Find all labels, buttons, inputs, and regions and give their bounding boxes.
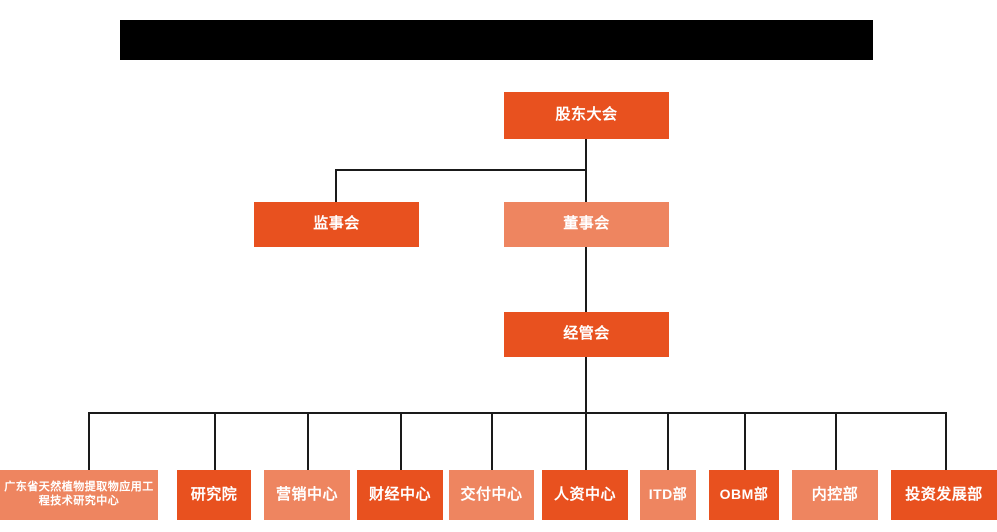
edge-to-obm-department bbox=[744, 412, 746, 470]
node-management-committee-label: 经管会 bbox=[563, 325, 610, 343]
node-delivery-center-label: 交付中心 bbox=[460, 485, 523, 503]
node-board-of-supervisors[interactable]: 监事会 bbox=[254, 202, 419, 247]
node-hr-center[interactable]: 人资中心 bbox=[542, 470, 628, 520]
edge-to-hr-center bbox=[585, 412, 587, 470]
edge-level2-bus bbox=[335, 169, 586, 171]
node-finance-center[interactable]: 财经中心 bbox=[357, 470, 443, 520]
node-shareholders-meeting-label: 股东大会 bbox=[555, 106, 618, 124]
node-research-institute[interactable]: 研究院 bbox=[177, 470, 251, 520]
node-delivery-center[interactable]: 交付中心 bbox=[449, 470, 534, 520]
node-finance-center-label: 财经中心 bbox=[368, 485, 431, 503]
node-itd-department-label: ITD部 bbox=[648, 486, 688, 503]
node-management-committee[interactable]: 经管会 bbox=[504, 312, 669, 357]
redacted-title-bar bbox=[120, 20, 873, 60]
node-marketing-center[interactable]: 营销中心 bbox=[264, 470, 350, 520]
edge-to-investment-department bbox=[945, 412, 947, 470]
edge-to-finance-center bbox=[400, 412, 402, 470]
edge-departments-bus bbox=[88, 412, 946, 414]
node-board-of-directors-label: 董事会 bbox=[563, 215, 610, 233]
node-shareholders-meeting[interactable]: 股东大会 bbox=[504, 92, 669, 139]
node-investment-development-department-label: 投资发展部 bbox=[905, 485, 983, 503]
edge-management-stem bbox=[585, 357, 587, 412]
node-itd-department[interactable]: ITD部 bbox=[640, 470, 696, 520]
node-internal-control-department-label: 内控部 bbox=[811, 485, 859, 503]
node-investment-development-department[interactable]: 投资发展部 bbox=[891, 470, 997, 520]
edge-to-board bbox=[585, 169, 587, 202]
edge-to-marketing-center bbox=[307, 412, 309, 470]
node-board-of-supervisors-label: 监事会 bbox=[313, 215, 360, 233]
node-obm-department-label: OBM部 bbox=[719, 486, 769, 503]
edge-to-itd-department bbox=[667, 412, 669, 470]
node-hr-center-label: 人资中心 bbox=[553, 485, 616, 503]
node-guangdong-research-center-label: 广东省天然植物提取物应用工程技术研究中心 bbox=[4, 481, 154, 507]
edge-to-supervisors bbox=[335, 169, 337, 202]
edge-shareholders-stem bbox=[585, 139, 587, 170]
edge-to-internal-control-department bbox=[835, 412, 837, 470]
edge-board-to-management bbox=[585, 247, 587, 312]
edge-to-delivery-center bbox=[491, 412, 493, 470]
edge-to-institute bbox=[214, 412, 216, 470]
node-guangdong-research-center[interactable]: 广东省天然植物提取物应用工程技术研究中心 bbox=[0, 470, 158, 520]
node-board-of-directors[interactable]: 董事会 bbox=[504, 202, 669, 247]
node-obm-department[interactable]: OBM部 bbox=[709, 470, 779, 520]
node-marketing-center-label: 营销中心 bbox=[275, 485, 338, 503]
node-research-institute-label: 研究院 bbox=[190, 485, 238, 503]
node-internal-control-department[interactable]: 内控部 bbox=[792, 470, 878, 520]
edge-to-research-center bbox=[88, 412, 90, 470]
